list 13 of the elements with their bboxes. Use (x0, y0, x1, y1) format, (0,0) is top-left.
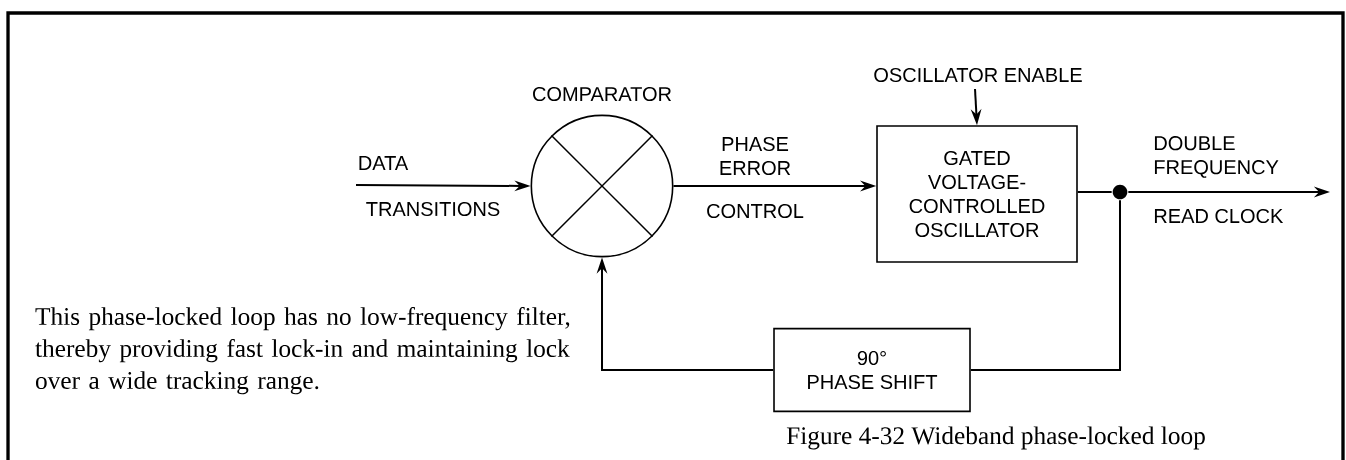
signal-label: DATA (359, 156, 409, 170)
node-label: COMPARATOR (533, 86, 672, 102)
note-text: This phase-locked loop has no low-frequency filter, thereby providing fast lock-in and maintaining lock over a wide tracking range. (35, 307, 570, 395)
signal-label: READ CLOCK (1154, 208, 1284, 224)
edge-label: OSCILLATOR ENABLE (872, 66, 1084, 84)
signal-label: TRANSITIONS (366, 201, 500, 217)
signal-label: DOUBLE FREQUENCY (1154, 136, 1279, 178)
process-box: 90° PHASE SHIFT (773, 327, 971, 413)
process-box: GATED VOLTAGE-CONTROLLED OSCILLATOR (876, 125, 1078, 263)
signal-label: PHASE ERROR (720, 136, 791, 176)
figure-caption: Figure 4-32 Wideband phase-locked loop (786, 426, 1205, 450)
junction-dot (1112, 184, 1128, 200)
signal-label: CONTROL (707, 203, 804, 219)
